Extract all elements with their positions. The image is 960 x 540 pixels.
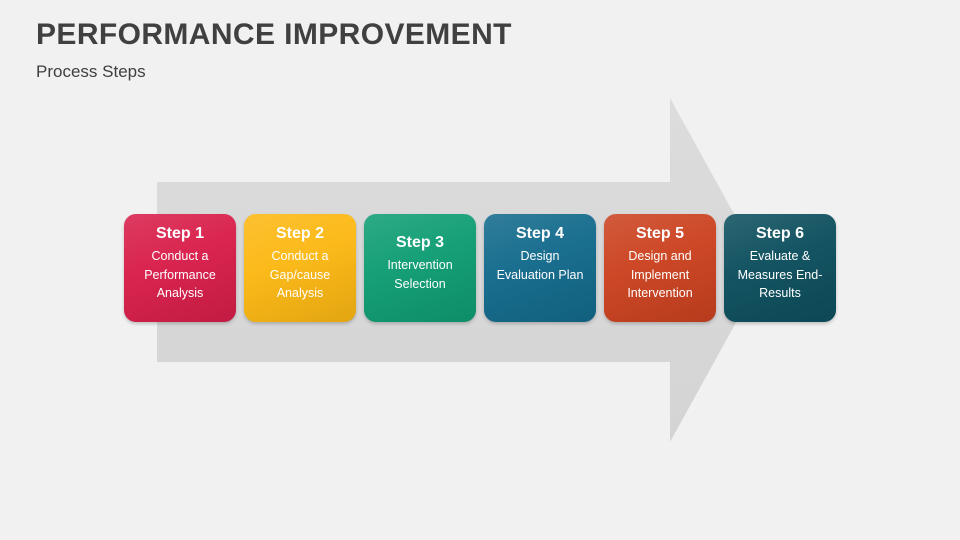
step-card-5[interactable]: Step 5 Design and Implement Intervention bbox=[604, 214, 716, 322]
step-card-6[interactable]: Step 6 Evaluate & Measures End-Results bbox=[724, 214, 836, 322]
step-description: Design Evaluation Plan bbox=[496, 249, 584, 282]
step-card-3[interactable]: Step 3 Intervention Selection bbox=[364, 214, 476, 322]
step-title: Step 2 bbox=[275, 225, 324, 242]
step-description: Design and Implement Intervention bbox=[627, 249, 693, 300]
step-description: Conduct a Performance Analysis bbox=[144, 249, 216, 300]
step-card-4[interactable]: Step 4 Design Evaluation Plan bbox=[484, 214, 596, 322]
page-subtitle: Process Steps bbox=[36, 62, 146, 81]
step-description: Conduct a Gap/cause Analysis bbox=[269, 249, 331, 300]
step-description: Evaluate & Measures End-Results bbox=[737, 249, 823, 300]
slide-header: PERFORMANCE IMPROVEMENT Process Steps bbox=[36, 16, 916, 84]
step-title: Step 6 bbox=[755, 225, 804, 242]
page-title: PERFORMANCE IMPROVEMENT bbox=[36, 18, 512, 51]
step-title: Step 1 bbox=[155, 225, 204, 242]
step-description: Intervention Selection bbox=[387, 258, 453, 291]
process-steps-row: Step 1 Conduct a Performance Analysis St… bbox=[124, 214, 836, 322]
step-card-1[interactable]: Step 1 Conduct a Performance Analysis bbox=[124, 214, 236, 322]
step-card-2[interactable]: Step 2 Conduct a Gap/cause Analysis bbox=[244, 214, 356, 322]
step-title: Step 4 bbox=[515, 225, 564, 242]
step-title: Step 3 bbox=[395, 234, 444, 251]
step-title: Step 5 bbox=[635, 225, 684, 242]
